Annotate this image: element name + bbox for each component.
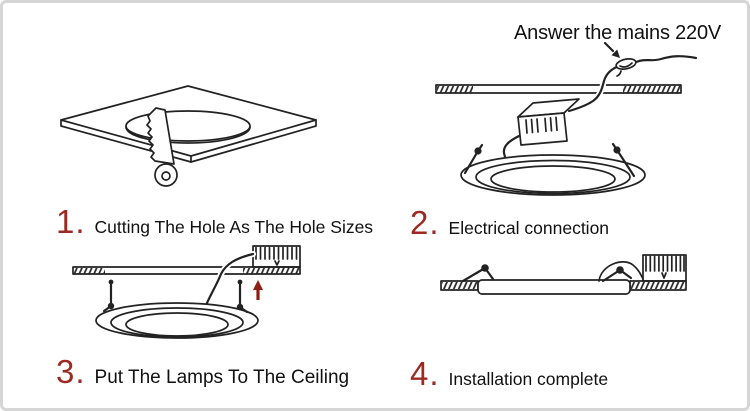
spring-clip-left: [461, 264, 495, 283]
mains-annotation-label: Answer the mains 220V: [514, 22, 722, 44]
wire-junction-icon: [615, 58, 637, 77]
spring-clip-left: [102, 279, 115, 313]
step2-number: 2.: [410, 204, 440, 241]
ceiling-cross-section: [72, 266, 301, 275]
heatsink: [252, 245, 301, 268]
connection-wire: [204, 251, 256, 306]
step1-number: 1.: [56, 203, 86, 240]
cut-hole-shape: [125, 110, 251, 144]
step3-label: Put The Lamps To The Ceiling: [94, 367, 350, 388]
step2-label: Electrical connection: [448, 218, 610, 238]
mains-wire: [566, 55, 698, 114]
spring-clip-right: [598, 261, 644, 283]
step4-illustration-installed: [440, 254, 687, 295]
installed-lamp: [477, 279, 631, 295]
step2-caption: 2. Electrical connection: [410, 206, 609, 239]
step3-illustration-mount-lamp: [72, 245, 301, 339]
step1-caption: 1. Cutting The Hole As The Hole Sizes: [56, 205, 373, 238]
heatsink: [642, 254, 687, 282]
step1-label: Cutting The Hole As The Hole Sizes: [94, 217, 374, 237]
push-up-arrow-icon: [253, 280, 263, 300]
step3-number: 3.: [56, 353, 86, 390]
step2-illustration-electrical-connection: [435, 41, 698, 196]
spring-clip-right: [611, 142, 636, 178]
step3-caption: 3. Put The Lamps To The Ceiling: [56, 355, 349, 389]
spring-clip-right: [236, 279, 249, 314]
step1-illustration-ceiling-cutting: [60, 85, 317, 187]
downlight-lamp: [460, 154, 646, 196]
step4-number: 4.: [410, 355, 440, 392]
ceiling-cross-section: [435, 84, 682, 94]
ceiling-tile-shape: [60, 85, 317, 163]
step4-label: Installation complete: [448, 369, 609, 389]
led-driver-box: [502, 98, 580, 159]
hole-saw-icon: [146, 107, 178, 187]
step4-caption: 4. Installation complete: [410, 357, 608, 390]
downlight-lamp: [95, 302, 259, 339]
junction-pointer-arrow-icon: [603, 41, 620, 58]
spring-clip-left: [463, 143, 484, 175]
